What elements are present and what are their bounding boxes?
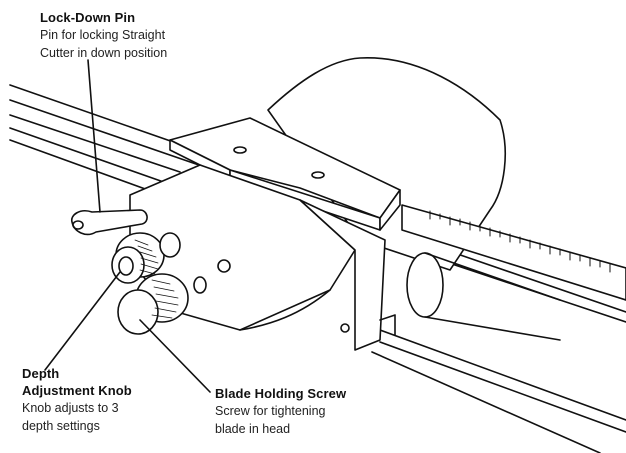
callout-desc-line: Knob adjusts to 3	[22, 401, 119, 415]
callout-title: Depth	[22, 366, 60, 381]
callout-title: Blade Holding Screw	[215, 386, 347, 401]
leader-depth	[44, 271, 121, 371]
depth-knob-icon	[111, 232, 181, 284]
callout-blade-holding-screw: Blade Holding Screw Screw for tightening…	[215, 385, 346, 438]
callout-title: Adjustment Knob	[22, 383, 132, 398]
leader-blade	[139, 319, 211, 393]
lock-down-pin-icon	[70, 59, 148, 236]
blade-screw-icon	[117, 273, 207, 335]
callout-desc-line: depth settings	[22, 419, 100, 433]
callout-desc-line: Pin for locking Straight	[40, 28, 166, 42]
callout-title: Lock-Down Pin	[40, 10, 136, 25]
rail-roller	[406, 252, 561, 341]
callout-depth-adjustment-knob: Depth Adjustment Knob Knob adjusts to 3 …	[22, 365, 132, 435]
leader-lines	[44, 271, 211, 393]
callout-desc-line: Cutter in down position	[40, 46, 168, 60]
callout-desc-line: blade in head	[215, 422, 291, 436]
callout-lock-down-pin: Lock-Down Pin Pin for locking Straight C…	[40, 9, 167, 62]
callout-desc-line: Screw for tightening	[215, 404, 326, 418]
ruler-scale-icon	[401, 204, 626, 301]
